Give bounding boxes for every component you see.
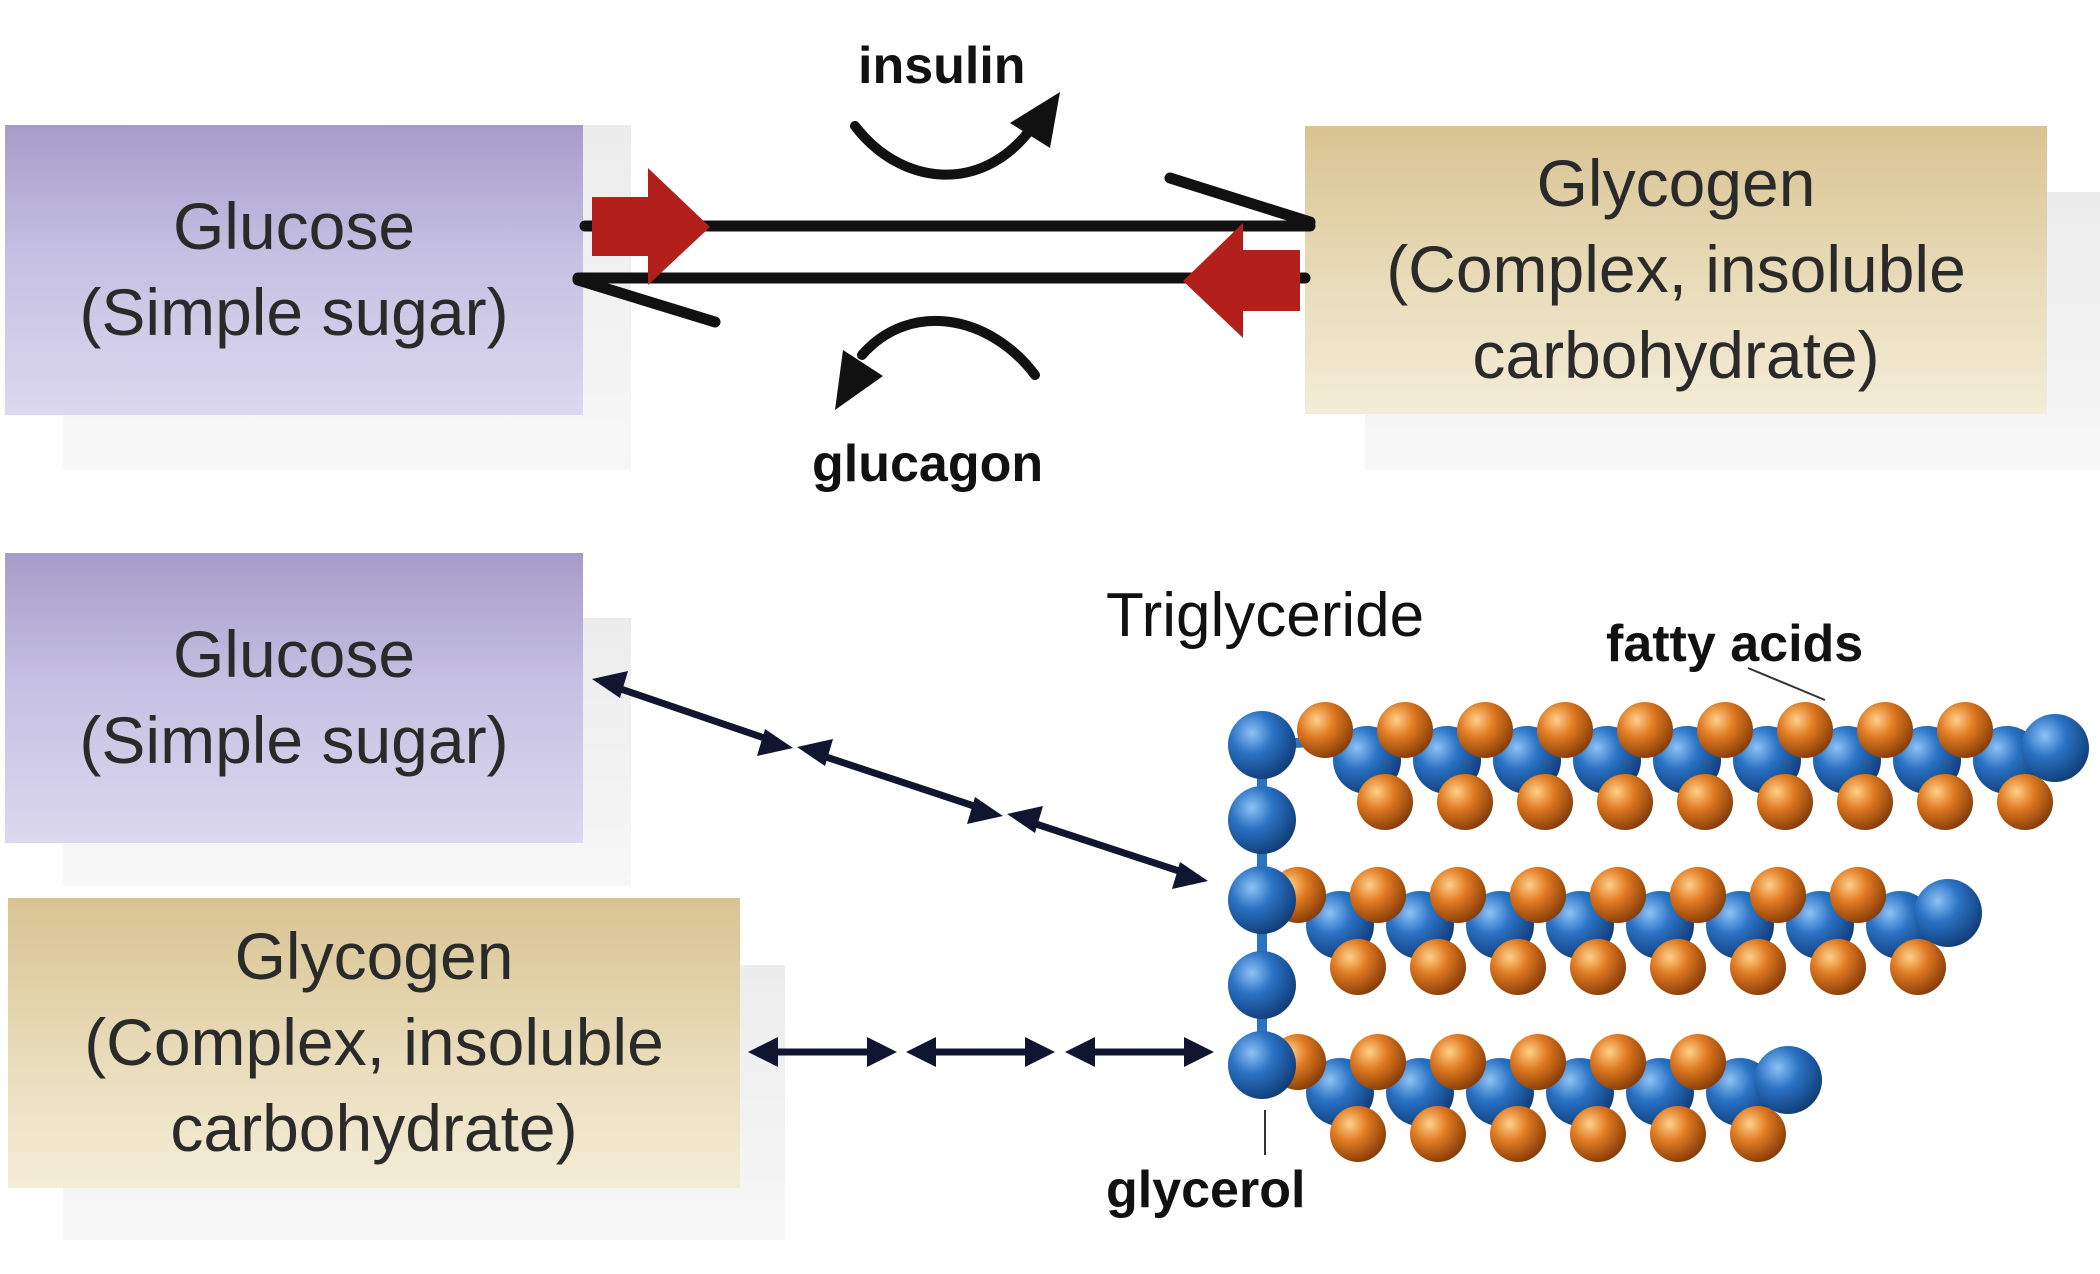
carbon-atom bbox=[1228, 951, 1296, 1019]
glycogen-box-top: Glycogen (Complex, insoluble carbohydrat… bbox=[1305, 126, 2047, 414]
reverse-reaction-arrow bbox=[572, 272, 1311, 328]
carbon-atom bbox=[1754, 1046, 1822, 1114]
oxygen-atom bbox=[1750, 867, 1806, 923]
oxygen-atom bbox=[1350, 867, 1406, 923]
glucose-title: Glucose bbox=[172, 189, 416, 264]
oxygen-atom bbox=[1490, 1106, 1546, 1162]
oxygen-atom bbox=[1617, 702, 1673, 758]
oxygen-atom bbox=[1730, 939, 1786, 995]
carbon-atom bbox=[1228, 786, 1296, 854]
glycogen-subtitle-1: (Complex, insoluble bbox=[1386, 232, 1966, 307]
double-arrow bbox=[592, 671, 793, 756]
red-forward-arrow bbox=[592, 168, 710, 285]
glucose-title: Glucose bbox=[172, 617, 416, 692]
glycerol-label: glycerol bbox=[1106, 1161, 1306, 1219]
oxygen-atom bbox=[1490, 939, 1546, 995]
oxygen-atom bbox=[1357, 774, 1413, 830]
oxygen-atom bbox=[1677, 774, 1733, 830]
double-arrow bbox=[906, 1037, 1055, 1067]
oxygen-atom bbox=[1410, 939, 1466, 995]
oxygen-atom bbox=[1510, 1034, 1566, 1090]
triglyceride-molecule bbox=[1228, 702, 2089, 1162]
oxygen-atom bbox=[1650, 1106, 1706, 1162]
oxygen-atom bbox=[1670, 867, 1726, 923]
oxygen-atom bbox=[1650, 939, 1706, 995]
triglyceride-title: Triglyceride bbox=[1106, 581, 1425, 650]
oxygen-atom bbox=[1597, 774, 1653, 830]
oxygen-atom bbox=[1730, 1106, 1786, 1162]
red-reverse-arrow bbox=[1183, 223, 1300, 338]
oxygen-atom bbox=[1570, 1106, 1626, 1162]
oxygen-atom bbox=[1830, 867, 1886, 923]
oxygen-atom bbox=[1510, 867, 1566, 923]
oxygen-atom bbox=[1330, 939, 1386, 995]
oxygen-atom bbox=[1810, 939, 1866, 995]
oxygen-atom bbox=[1570, 939, 1626, 995]
oxygen-atom bbox=[1670, 1034, 1726, 1090]
insulin-label: insulin bbox=[858, 37, 1026, 95]
glucose-box-top: Glucose (Simple sugar) bbox=[5, 125, 583, 415]
fatty-acids-leader-line bbox=[1747, 667, 1826, 701]
insulin-curved-arrow bbox=[850, 92, 1060, 180]
oxygen-atom bbox=[1437, 774, 1493, 830]
oxygen-atom bbox=[1350, 1034, 1406, 1090]
oxygen-atom bbox=[1697, 702, 1753, 758]
oxygen-atom bbox=[1937, 702, 1993, 758]
double-arrow bbox=[1007, 806, 1208, 889]
carbon-atom bbox=[1228, 1031, 1296, 1099]
oxygen-atom bbox=[1377, 702, 1433, 758]
oxygen-atom bbox=[1857, 702, 1913, 758]
oxygen-atom bbox=[1837, 774, 1893, 830]
glucose-subtitle: (Simple sugar) bbox=[79, 703, 509, 777]
glycogen-triglyceride-arrows bbox=[748, 1037, 1214, 1067]
oxygen-atom bbox=[1297, 702, 1353, 758]
oxygen-atom bbox=[1537, 702, 1593, 758]
oxygen-atom bbox=[1430, 867, 1486, 923]
carbon-atom bbox=[1914, 879, 1982, 947]
oxygen-atom bbox=[1590, 1034, 1646, 1090]
glucose-triglyceride-arrows bbox=[592, 671, 1208, 889]
oxygen-atom bbox=[1890, 939, 1946, 995]
double-arrow bbox=[797, 739, 1003, 824]
double-arrow bbox=[748, 1037, 897, 1067]
oxygen-atom bbox=[1997, 774, 2053, 830]
carbon-atom bbox=[1228, 711, 1296, 779]
oxygen-atom bbox=[1430, 1034, 1486, 1090]
glucose-box-bottom: Glucose (Simple sugar) bbox=[5, 553, 583, 843]
oxygen-atom bbox=[1330, 1106, 1386, 1162]
oxygen-atom bbox=[1757, 774, 1813, 830]
oxygen-atom bbox=[1410, 1106, 1466, 1162]
glycogen-box-bottom: Glycogen (Complex, insoluble carbohydrat… bbox=[8, 898, 740, 1188]
glycogen-title: Glycogen bbox=[234, 919, 514, 994]
glycogen-subtitle-2: carbohydrate) bbox=[1472, 317, 1880, 392]
glycogen-title: Glycogen bbox=[1536, 146, 1816, 221]
glucagon-label: glucagon bbox=[812, 435, 1044, 493]
glucose-subtitle: (Simple sugar) bbox=[79, 275, 509, 349]
oxygen-atom bbox=[1917, 774, 1973, 830]
oxygen-atom bbox=[1777, 702, 1833, 758]
carbon-atom bbox=[1228, 866, 1296, 934]
oxygen-atom bbox=[1517, 774, 1573, 830]
glycogen-subtitle-2: carbohydrate) bbox=[170, 1090, 578, 1165]
carbon-atom bbox=[2021, 714, 2089, 782]
glucagon-curved-arrow bbox=[835, 315, 1040, 410]
oxygen-atom bbox=[1590, 867, 1646, 923]
double-arrow bbox=[1065, 1037, 1214, 1067]
oxygen-atom bbox=[1457, 702, 1513, 758]
glycogen-subtitle-1: (Complex, insoluble bbox=[84, 1005, 664, 1080]
fatty-acids-label: fatty acids bbox=[1606, 615, 1864, 673]
